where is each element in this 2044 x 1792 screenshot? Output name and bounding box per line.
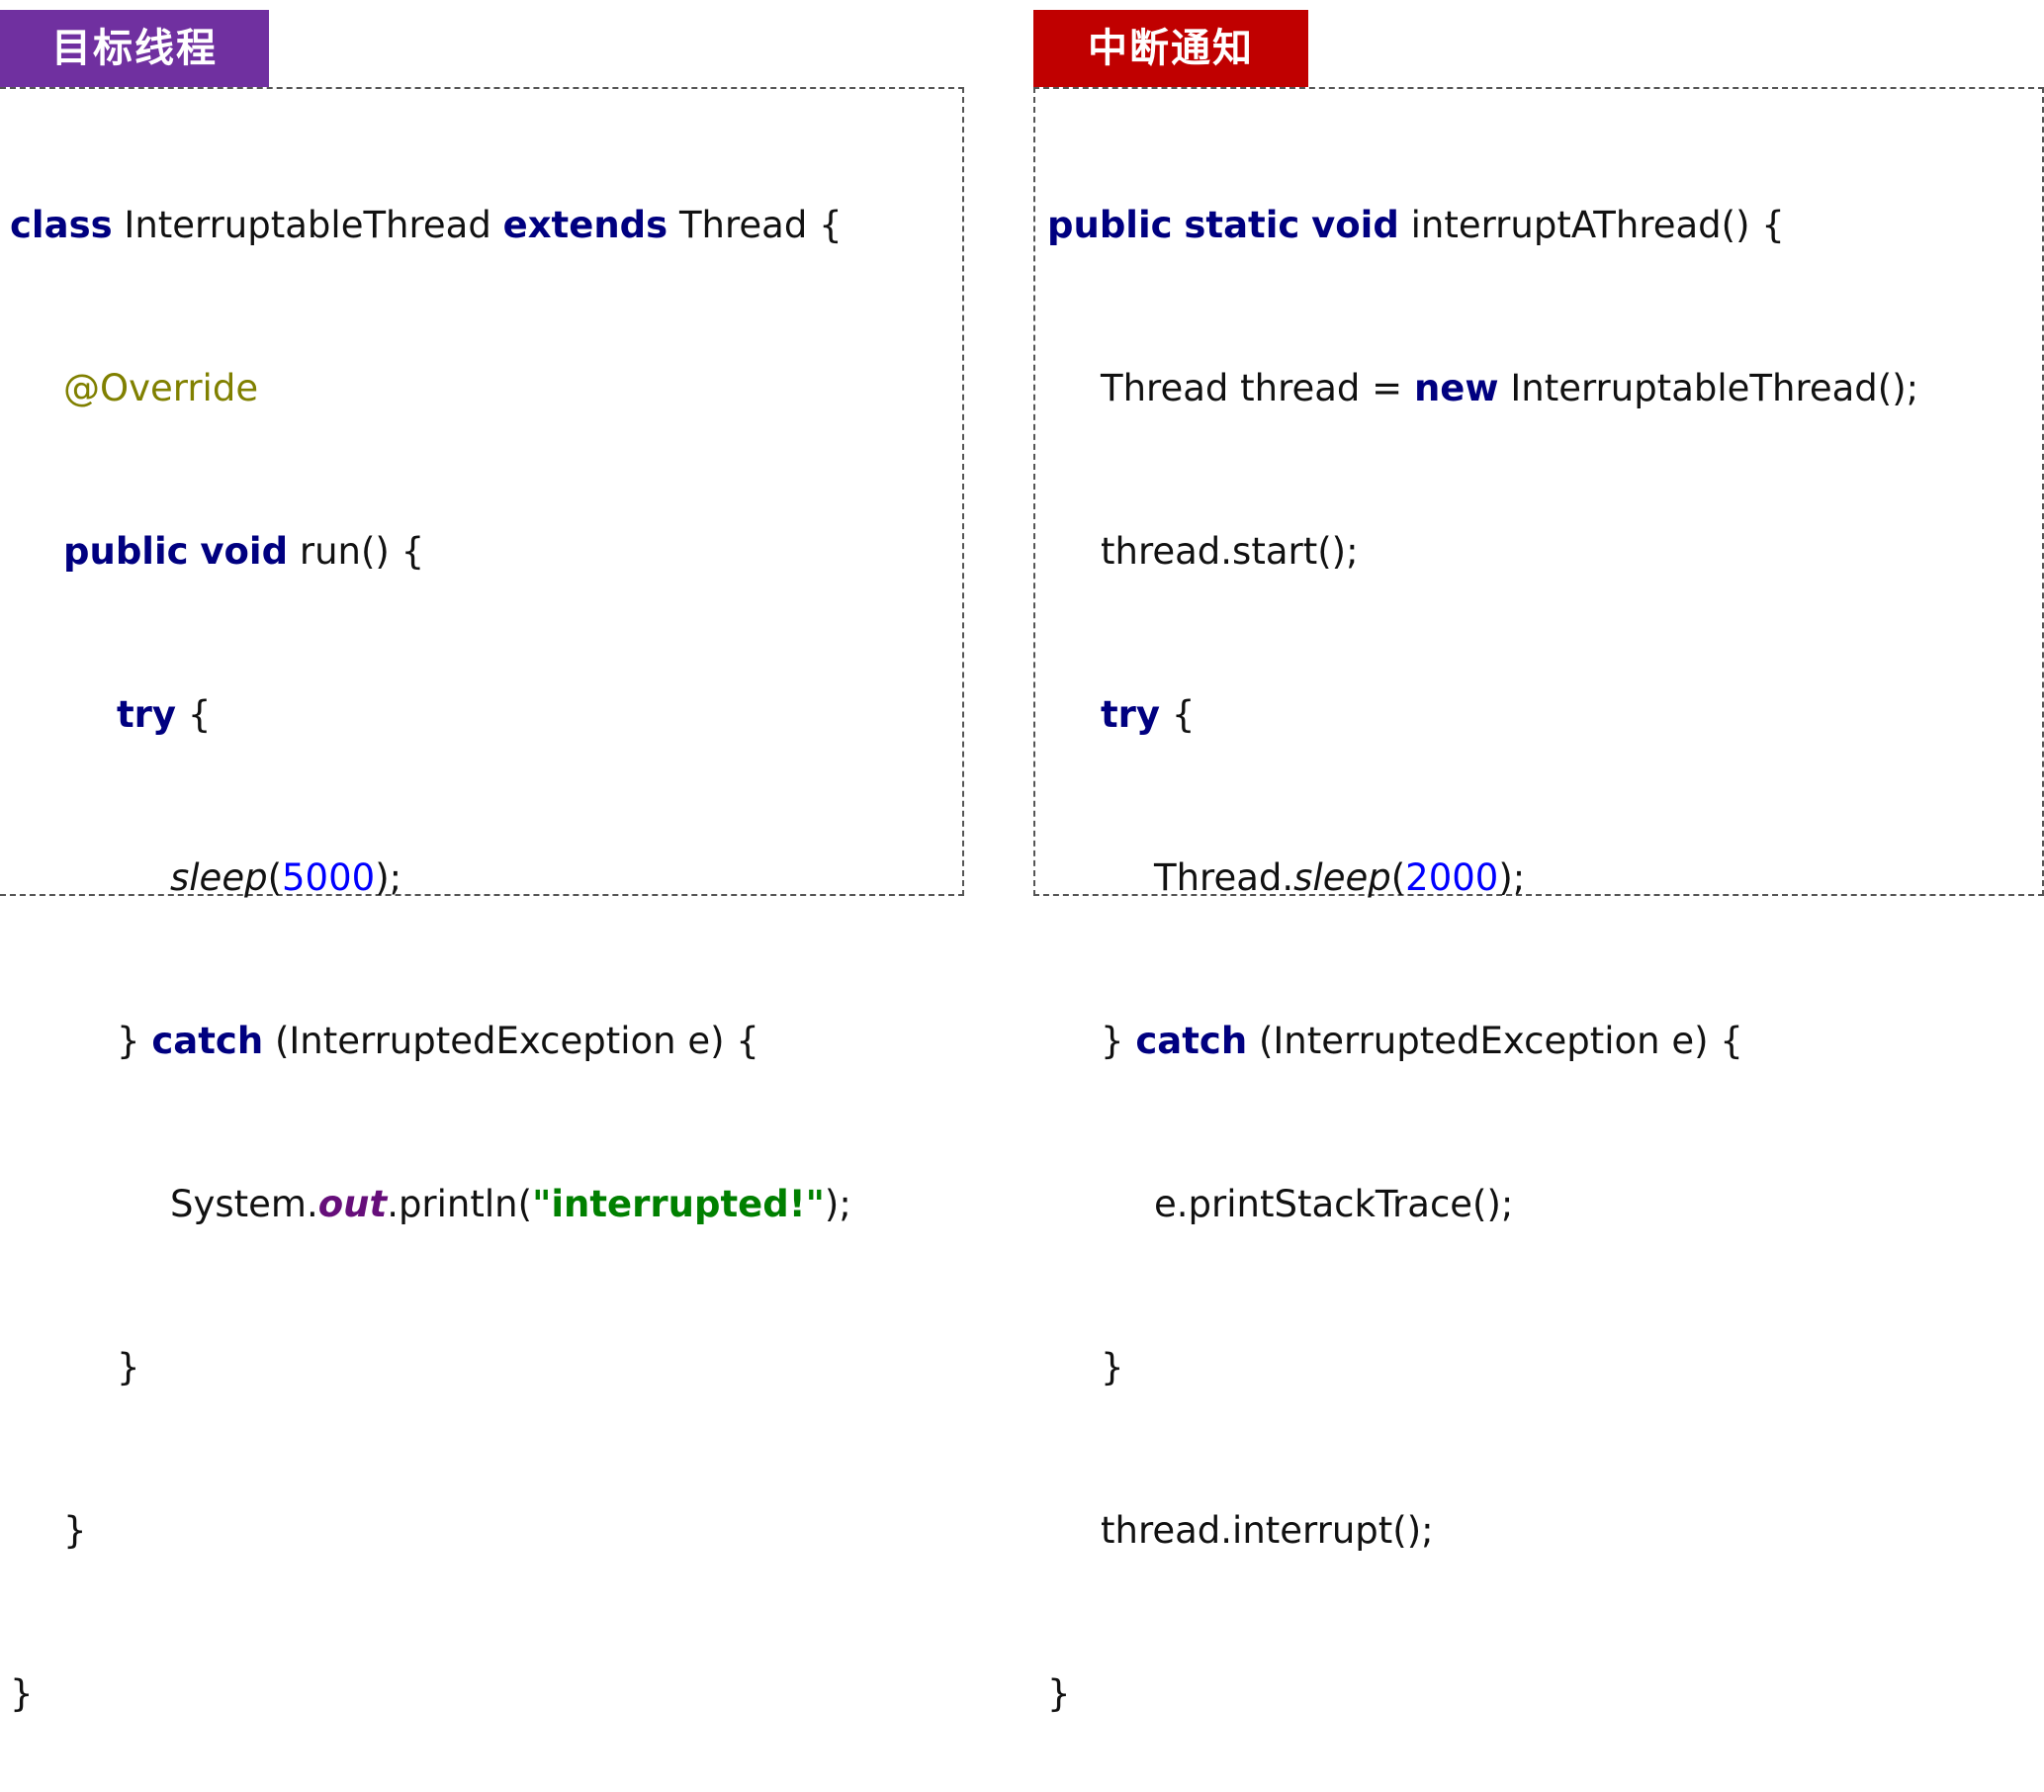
code-line: e.printStackTrace(); — [1047, 1175, 1918, 1253]
code-text: (InterruptedException e) { — [1247, 1020, 1743, 1062]
target-thread-code-box: class InterruptableThread extends Thread… — [0, 87, 964, 1715]
static-field: out — [317, 1183, 388, 1225]
method-name: sleep — [170, 856, 268, 899]
code-line: } — [1047, 1338, 1918, 1416]
code-text: ( — [1390, 856, 1406, 899]
keyword: catch — [151, 1020, 264, 1062]
code-text: { — [176, 693, 212, 736]
code-line: thread.start(); — [1047, 522, 1918, 600]
code-text: } — [1047, 1672, 1071, 1715]
code-text: { — [1160, 693, 1196, 736]
code-line: public void run() { — [10, 522, 851, 600]
code-line: } — [10, 1338, 851, 1416]
code-text: run() { — [288, 530, 425, 573]
code-line: Thread.sleep(2000); — [1047, 849, 1918, 927]
code-line: try { — [10, 685, 851, 763]
code-line: } — [1047, 1664, 1918, 1743]
number-literal: 5000 — [282, 856, 376, 899]
code-line: public static void interruptAThread() { — [1047, 196, 1918, 274]
code-text: Thread { — [667, 204, 843, 246]
code-line: } — [10, 1501, 851, 1579]
keyword: new — [1413, 367, 1499, 409]
code-line: @Override — [10, 359, 851, 437]
target-thread-code: class InterruptableThread extends Thread… — [10, 111, 851, 1792]
code-text — [1299, 204, 1311, 246]
code-text: interruptAThread() { — [1398, 204, 1785, 246]
keyword: extends — [502, 204, 668, 246]
code-text: } — [117, 1020, 152, 1062]
interrupt-notice-code: public static void interruptAThread() { … — [1047, 111, 1918, 1792]
code-line: Thread thread = new InterruptableThread(… — [1047, 359, 1918, 437]
method-name: sleep — [1293, 856, 1391, 899]
number-literal: 2000 — [1405, 856, 1499, 899]
code-text: ); — [824, 1183, 851, 1225]
code-text: .println( — [387, 1183, 533, 1225]
code-text: (InterruptedException e) { — [263, 1020, 759, 1062]
code-line: } — [10, 1664, 851, 1743]
interrupt-notice-panel: 中断通知 public static void interruptAThread… — [1033, 10, 2044, 1715]
keyword: public — [1047, 204, 1173, 246]
keyword: try — [117, 693, 177, 736]
code-text: InterruptableThread — [112, 204, 503, 246]
keyword: void — [1311, 204, 1399, 246]
code-text: } — [10, 1672, 34, 1715]
keyword: public — [63, 530, 189, 573]
code-line: sleep(5000); — [10, 849, 851, 927]
code-line: System.out.println("interrupted!"); — [10, 1175, 851, 1253]
code-text: Thread thread = — [1101, 367, 1414, 409]
code-text: ); — [1498, 856, 1526, 899]
code-text: InterruptableThread(); — [1498, 367, 1919, 409]
interrupt-notice-code-box: public static void interruptAThread() { … — [1033, 87, 2044, 1715]
code-line: class InterruptableThread extends Thread… — [10, 196, 851, 274]
code-text — [1173, 204, 1185, 246]
code-text: thread.interrupt(); — [1101, 1509, 1434, 1552]
keyword: try — [1101, 693, 1161, 736]
code-text: } — [63, 1509, 87, 1552]
code-text: } — [117, 1346, 140, 1389]
code-text: thread.start(); — [1101, 530, 1359, 573]
target-thread-tag: 目标线程 — [0, 10, 269, 87]
target-thread-panel: 目标线程 class InterruptableThread extends T… — [0, 10, 964, 1715]
keyword: class — [10, 204, 113, 246]
annotation: @Override — [63, 367, 259, 409]
code-text: e.printStackTrace(); — [1154, 1183, 1514, 1225]
keyword: static — [1184, 204, 1300, 246]
code-line: } catch (InterruptedException e) { — [10, 1012, 851, 1090]
code-text: } — [1101, 1020, 1136, 1062]
keyword: void — [200, 530, 289, 573]
code-line: thread.interrupt(); — [1047, 1501, 1918, 1579]
keyword: catch — [1135, 1020, 1248, 1062]
code-text: } — [1101, 1346, 1124, 1389]
code-text: ); — [375, 856, 402, 899]
code-line: } catch (InterruptedException e) { — [1047, 1012, 1918, 1090]
code-text — [189, 530, 201, 573]
code-text: ( — [267, 856, 283, 899]
code-line: try { — [1047, 685, 1918, 763]
code-text: Thread. — [1154, 856, 1294, 899]
code-text: System. — [170, 1183, 318, 1225]
string-literal: "interrupted!" — [532, 1183, 825, 1225]
interrupt-notice-tag: 中断通知 — [1033, 10, 1308, 87]
